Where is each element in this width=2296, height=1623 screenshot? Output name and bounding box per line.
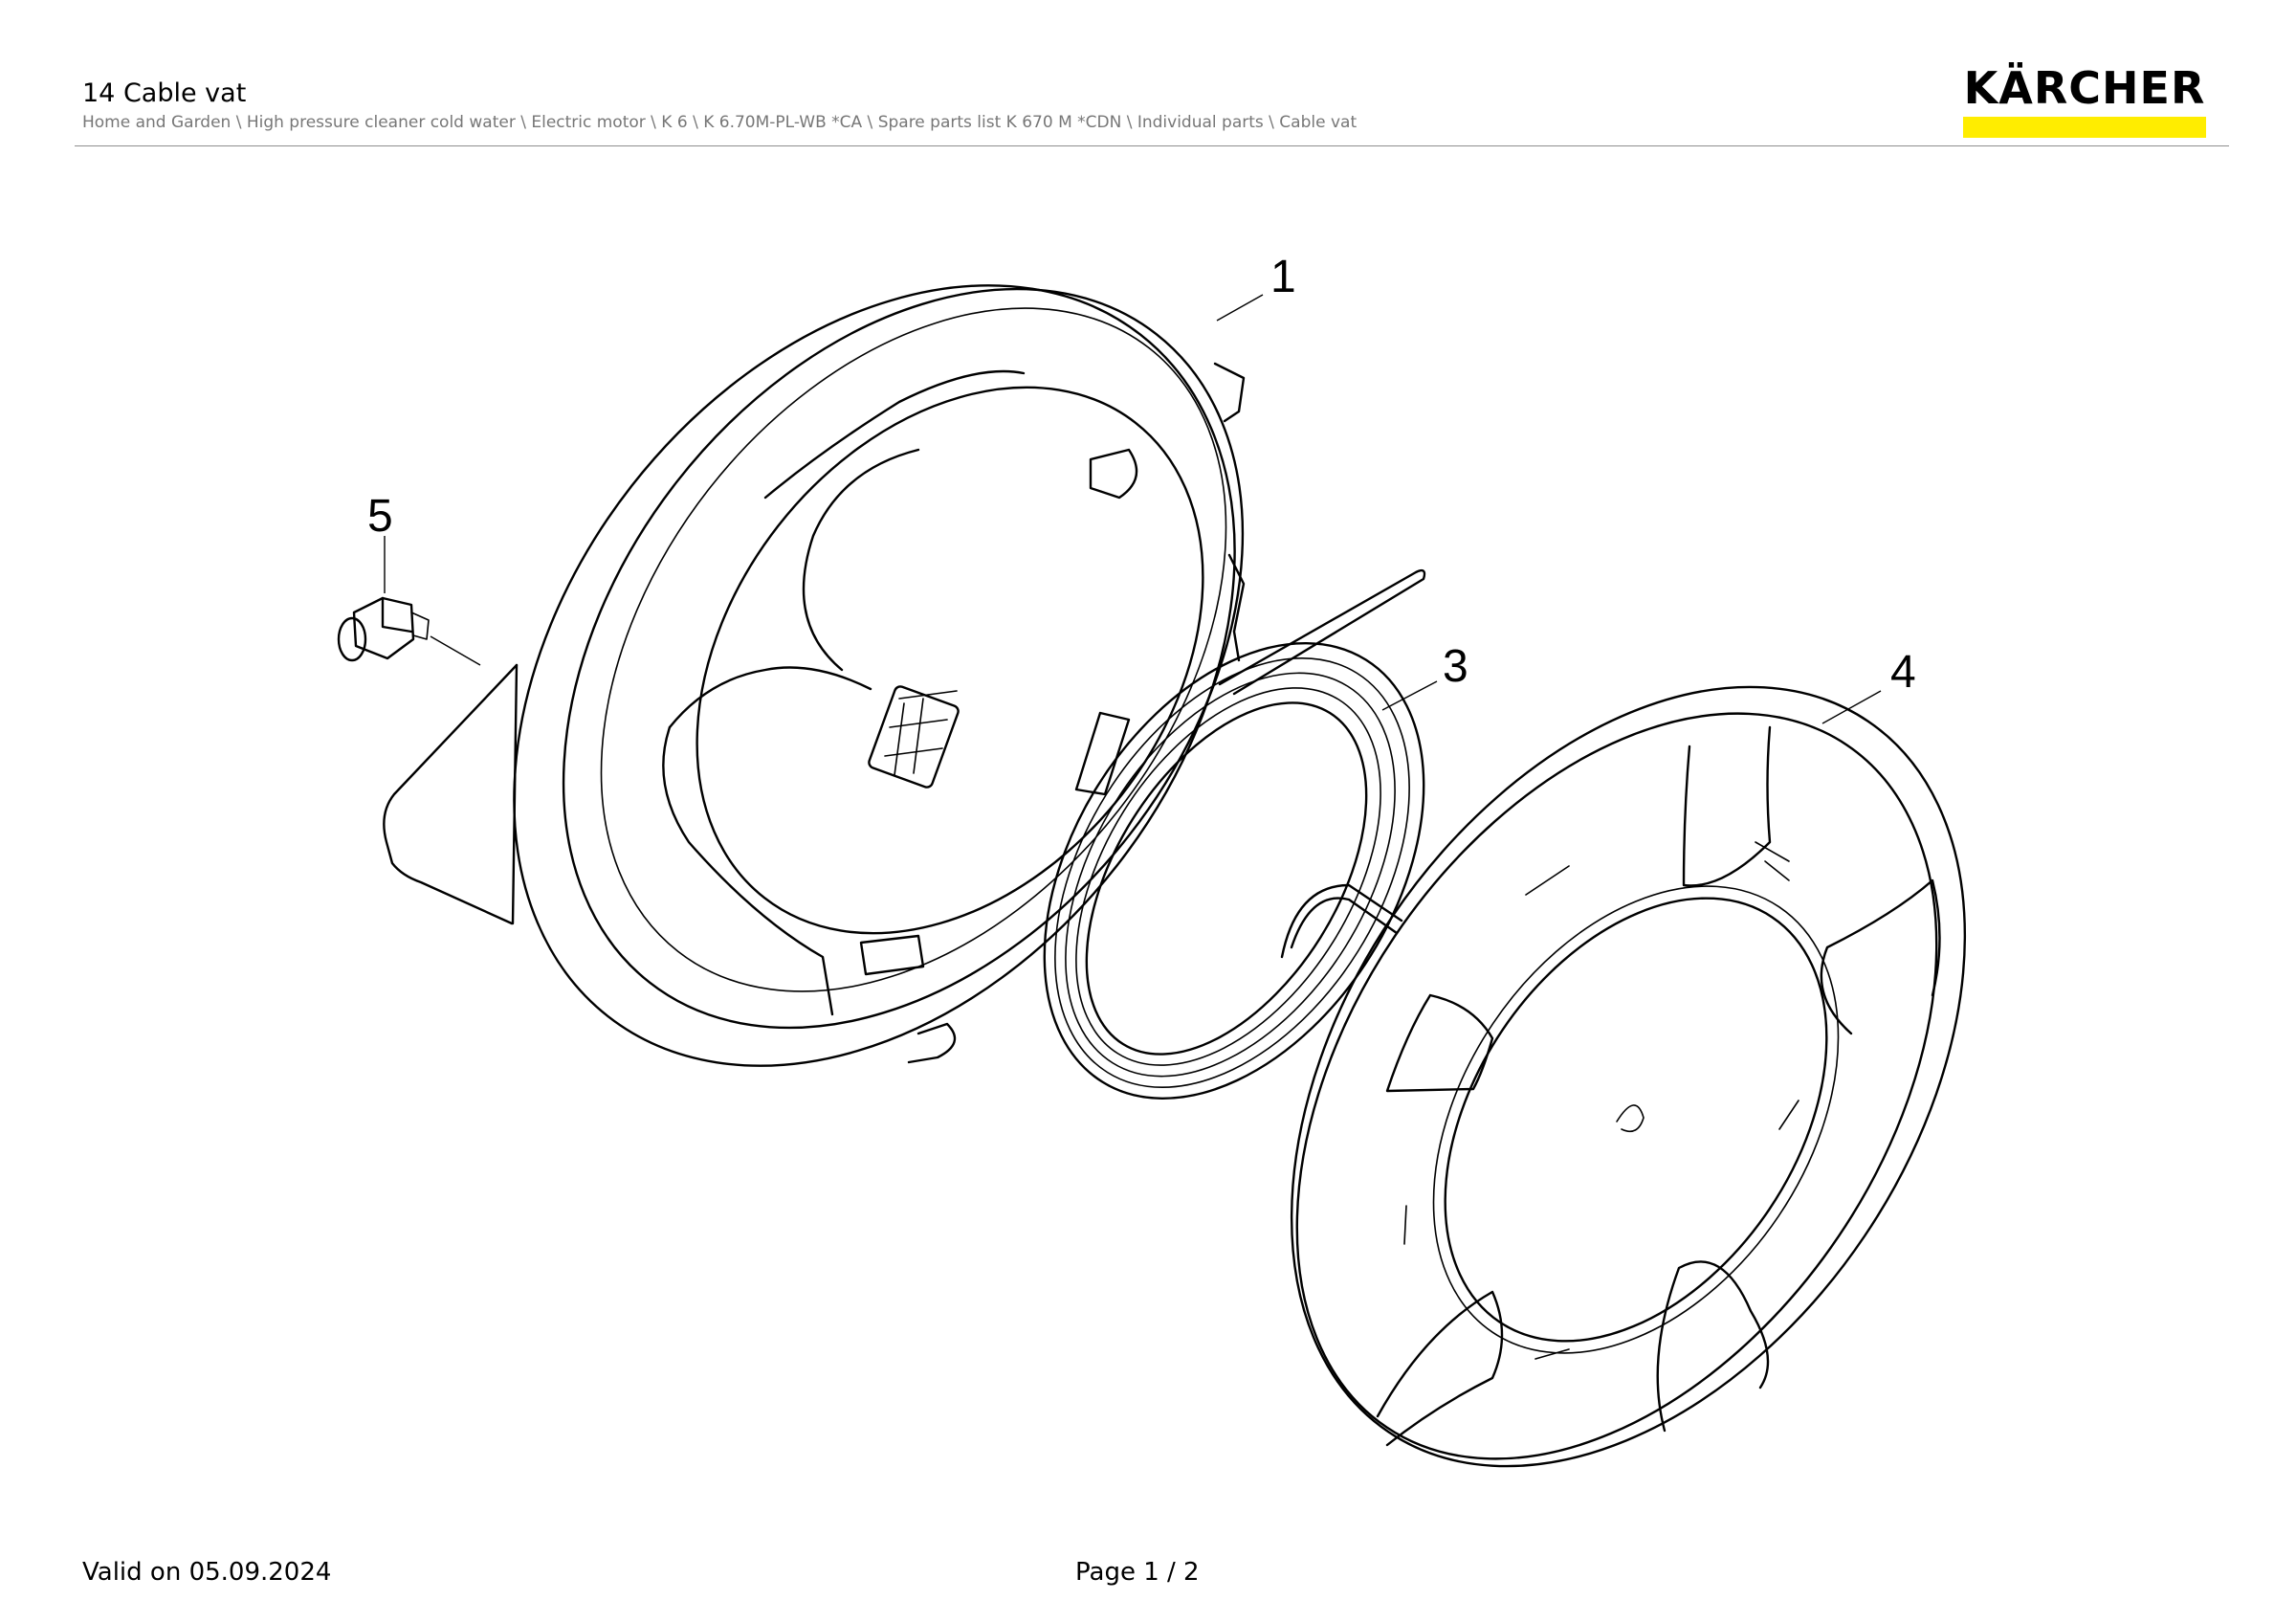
logo-yellow-bar (1963, 117, 2206, 138)
callout-1: 1 (1270, 252, 1296, 302)
page-title: 14 Cable vat (82, 78, 247, 108)
part-4-cover-disc (1290, 685, 1967, 1468)
karcher-logo: KÄRCHER (1957, 61, 2212, 138)
callout-3: 3 (1443, 641, 1468, 692)
leader-line-4 (1821, 690, 1882, 724)
leader-line-5b (430, 635, 481, 666)
valid-date: Valid on 05.09.2024 (82, 1558, 332, 1587)
breadcrumb: Home and Garden \ High pressure cleaner … (82, 113, 1358, 132)
logo-wordmark: KÄRCHER (1963, 62, 2206, 114)
page-number: Page 1 / 2 (1075, 1558, 1200, 1587)
leader-line-1 (1216, 294, 1264, 322)
header-divider (75, 145, 2229, 146)
callout-4: 4 (1890, 647, 1916, 698)
part-3-coiled-cable (1043, 568, 1426, 1100)
callout-5: 5 (367, 491, 393, 542)
part-5-clip (337, 596, 430, 662)
part-1-cable-vat-housing (383, 284, 1246, 1067)
leader-line-3 (1381, 680, 1438, 711)
